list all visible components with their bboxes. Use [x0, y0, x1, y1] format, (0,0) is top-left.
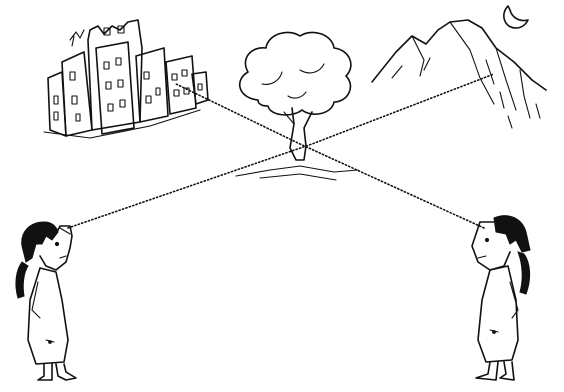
buildings	[44, 20, 208, 138]
mountains	[372, 20, 546, 128]
left-girl	[16, 222, 76, 380]
tree	[236, 32, 358, 180]
moon	[504, 6, 528, 28]
sight-line-right-to-buildings	[176, 84, 484, 228]
right-girl	[472, 216, 530, 380]
building-windows	[54, 26, 202, 121]
